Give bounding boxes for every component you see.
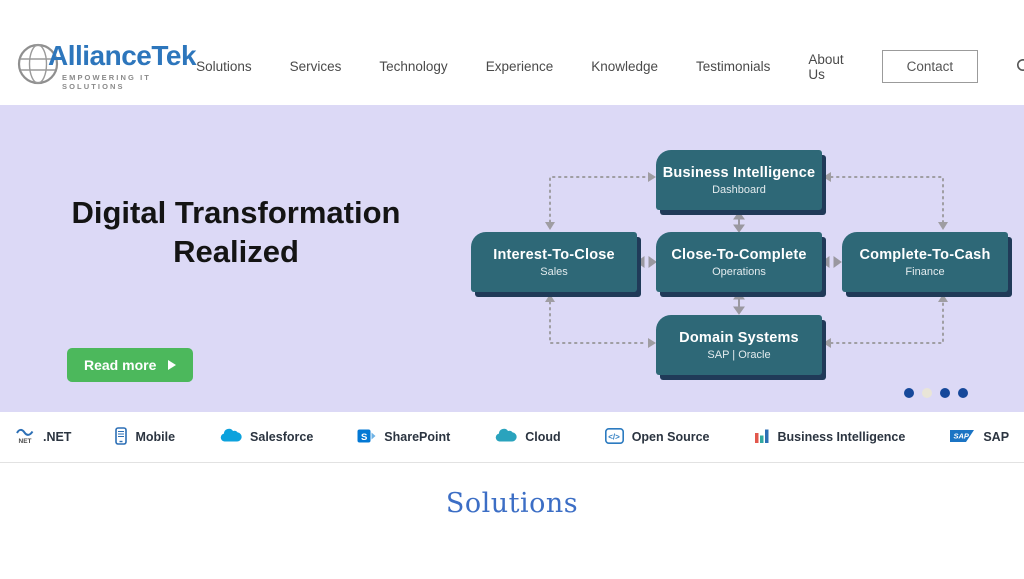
tech-item-open-source[interactable]: </> Open Source [604, 427, 710, 447]
diagram-box-domain-systems: Domain Systems SAP | Oracle [656, 315, 822, 375]
svg-text:</>: </> [608, 432, 620, 441]
play-arrow-icon [168, 360, 177, 370]
salesforce-cloud-icon [219, 428, 242, 447]
tech-item-dotnet[interactable]: NET .NET [15, 427, 71, 448]
carousel-dot-3[interactable] [940, 388, 950, 398]
cloud-icon [494, 428, 517, 447]
diagram-box-business-intelligence: Business Intelligence Dashboard [656, 150, 822, 210]
svg-text:NET: NET [18, 438, 31, 445]
tech-item-sap[interactable]: SAP SAP [949, 429, 1009, 446]
sharepoint-icon: S [357, 427, 376, 448]
nav-solutions[interactable]: Solutions [196, 59, 252, 74]
carousel-dots [904, 388, 968, 398]
diagram-box-complete-to-cash: Complete-To-Cash Finance [842, 232, 1008, 292]
logo-tagline: EMPOWERING IT SOLUTIONS [62, 73, 151, 91]
nav-testimonials[interactable]: Testimonials [696, 59, 771, 74]
svg-text:S: S [361, 431, 367, 442]
solutions-section-title: Solutions [445, 488, 579, 519]
main-nav: Solutions Services Technology Experience… [196, 50, 1024, 83]
sap-logo-icon: SAP [949, 429, 975, 446]
diagram-box-interest-to-close: Interest-To-Close Sales [471, 232, 637, 292]
hero-heading: Digital Transformation Realized [71, 195, 401, 270]
tech-item-business-intelligence[interactable]: Business Intelligence [754, 427, 905, 447]
hero-banner: Digital Transformation Realized Read mor… [0, 105, 1024, 412]
diagram-box-close-to-complete: Close-To-Complete Operations [656, 232, 822, 292]
nav-about-us[interactable]: About Us [808, 51, 844, 82]
process-flow-diagram: Business Intelligence Dashboard Interest… [460, 130, 1020, 400]
nav-services[interactable]: Services [289, 59, 342, 74]
bar-chart-icon [754, 427, 770, 447]
mobile-icon [115, 426, 128, 448]
search-icon[interactable] [1016, 58, 1024, 75]
nav-technology[interactable]: Technology [379, 59, 448, 74]
nav-experience[interactable]: Experience [485, 59, 554, 74]
site-header: AllianceTek EMPOWERING IT SOLUTIONS Solu… [0, 0, 1024, 105]
dotnet-icon: NET [15, 427, 35, 448]
alliancetek-logo[interactable]: AllianceTek EMPOWERING IT SOLUTIONS [16, 40, 197, 91]
read-more-button[interactable]: Read more [67, 348, 194, 382]
technology-strip: NET .NET Mobile Salesforce [0, 412, 1024, 463]
carousel-dot-1[interactable] [904, 388, 914, 398]
tech-item-mobile[interactable]: Mobile [115, 426, 175, 448]
globe-icon [16, 42, 60, 91]
tech-item-salesforce[interactable]: Salesforce [219, 428, 313, 447]
carousel-dot-2-active[interactable] [922, 388, 932, 398]
connector-arrows [545, 172, 948, 348]
svg-text:SAP: SAP [954, 431, 970, 440]
open-source-code-icon: </> [604, 427, 624, 447]
logo-title: AllianceTek [48, 40, 197, 71]
tech-item-cloud[interactable]: Cloud [494, 428, 561, 447]
carousel-dot-4[interactable] [958, 388, 968, 398]
nav-knowledge[interactable]: Knowledge [591, 59, 659, 74]
tech-item-sharepoint[interactable]: S SharePoint [357, 427, 450, 448]
contact-button[interactable]: Contact [881, 50, 979, 83]
